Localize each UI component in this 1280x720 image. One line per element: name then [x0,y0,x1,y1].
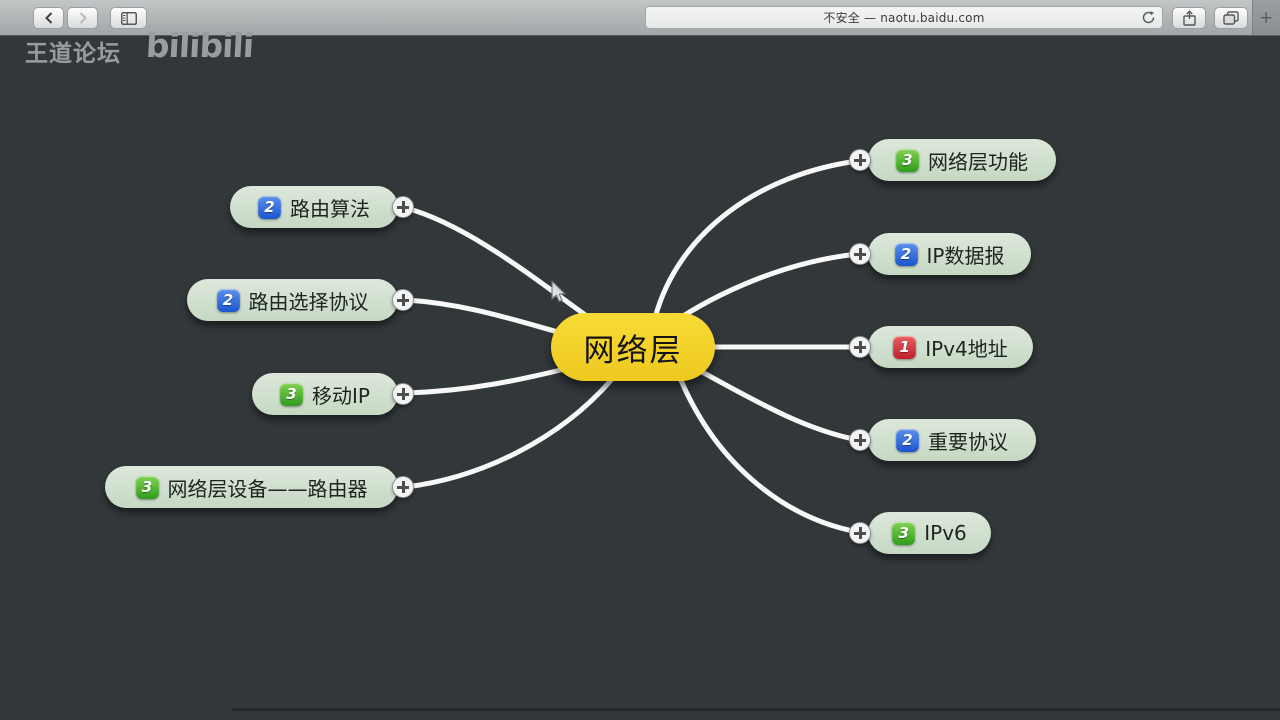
node-label: 路由算法 [290,196,370,221]
mindmap-node[interactable]: 2 路由算法 [230,186,398,228]
branch-curve [699,369,861,443]
expand-node-button[interactable] [849,336,871,358]
mindmap-node[interactable]: 2 重要协议 [868,419,1036,461]
sidebar-toggle-button[interactable] [110,7,147,29]
mindmap-node[interactable]: 3 移动IP [252,373,398,415]
new-tab-button[interactable]: + [1252,0,1280,35]
expand-node-button[interactable] [392,383,414,405]
address-bar-text: 不安全 — naotu.baidu.com [823,11,985,25]
node-label: IPv6 [924,521,967,545]
branch-curve [677,375,861,535]
node-label: 路由选择协议 [248,289,369,314]
node-label: IP数据报 [926,243,1005,268]
mindmap-node[interactable]: 3 网络层设备——路由器 [105,466,398,508]
share-button[interactable] [1172,7,1206,29]
horizontal-scrollbar[interactable] [232,708,1280,711]
node-label: IPv4地址 [925,336,1008,361]
node-label: 移动IP [312,383,370,408]
browser-toolbar: 不安全 — naotu.baidu.com + [0,0,1280,36]
priority-badge: 3 [135,475,159,499]
share-icon [1182,10,1196,26]
mindmap-node[interactable]: 2 路由选择协议 [187,279,398,321]
branch-curve [403,375,616,490]
priority-badge: 3 [896,148,919,172]
priority-badge: 3 [892,521,916,545]
priority-badge: 2 [216,288,240,312]
node-label: 重要协议 [928,429,1008,454]
expand-node-button[interactable] [849,243,871,265]
show-tabs-button[interactable] [1214,7,1248,29]
expand-node-button[interactable] [849,429,871,451]
root-node-label: 网络层 [583,332,683,369]
reload-icon [1142,11,1155,24]
plus-icon: + [1259,7,1274,28]
priority-badge: 1 [893,335,917,359]
expand-node-button[interactable] [849,522,871,544]
mindmap-node[interactable]: 3 网络层功能 [868,139,1056,181]
forward-button[interactable] [67,7,98,29]
mindmap-node[interactable]: 2 IP数据报 [868,233,1031,275]
expand-node-button[interactable] [392,196,414,218]
branch-curve [403,205,601,327]
branch-curve [652,158,861,321]
node-label: 网络层设备——路由器 [167,476,368,501]
priority-badge: 2 [896,428,919,452]
mindmap-node[interactable]: 1 IPv4地址 [868,326,1033,368]
priority-badge: 2 [258,195,281,219]
priority-badge: 3 [280,382,304,406]
chevron-right-icon [79,12,87,24]
node-label: 网络层功能 [928,149,1028,174]
chevron-left-icon [44,12,52,24]
mouse-cursor [551,280,566,303]
address-bar[interactable]: 不安全 — naotu.baidu.com [645,6,1163,29]
tabs-overview-icon [1223,11,1239,25]
wangdao-watermark: 王道论坛 [25,41,121,67]
expand-node-button[interactable] [392,289,414,311]
sidebar-panel-icon [120,11,137,25]
reload-button[interactable] [1141,10,1156,29]
mindmap-root-node[interactable]: 网络层 [551,313,715,381]
expand-node-button[interactable] [392,476,414,498]
back-button[interactable] [33,7,64,29]
priority-badge: 2 [894,242,918,266]
mindmap-node[interactable]: 3 IPv6 [868,512,991,554]
expand-node-button[interactable] [849,149,871,171]
